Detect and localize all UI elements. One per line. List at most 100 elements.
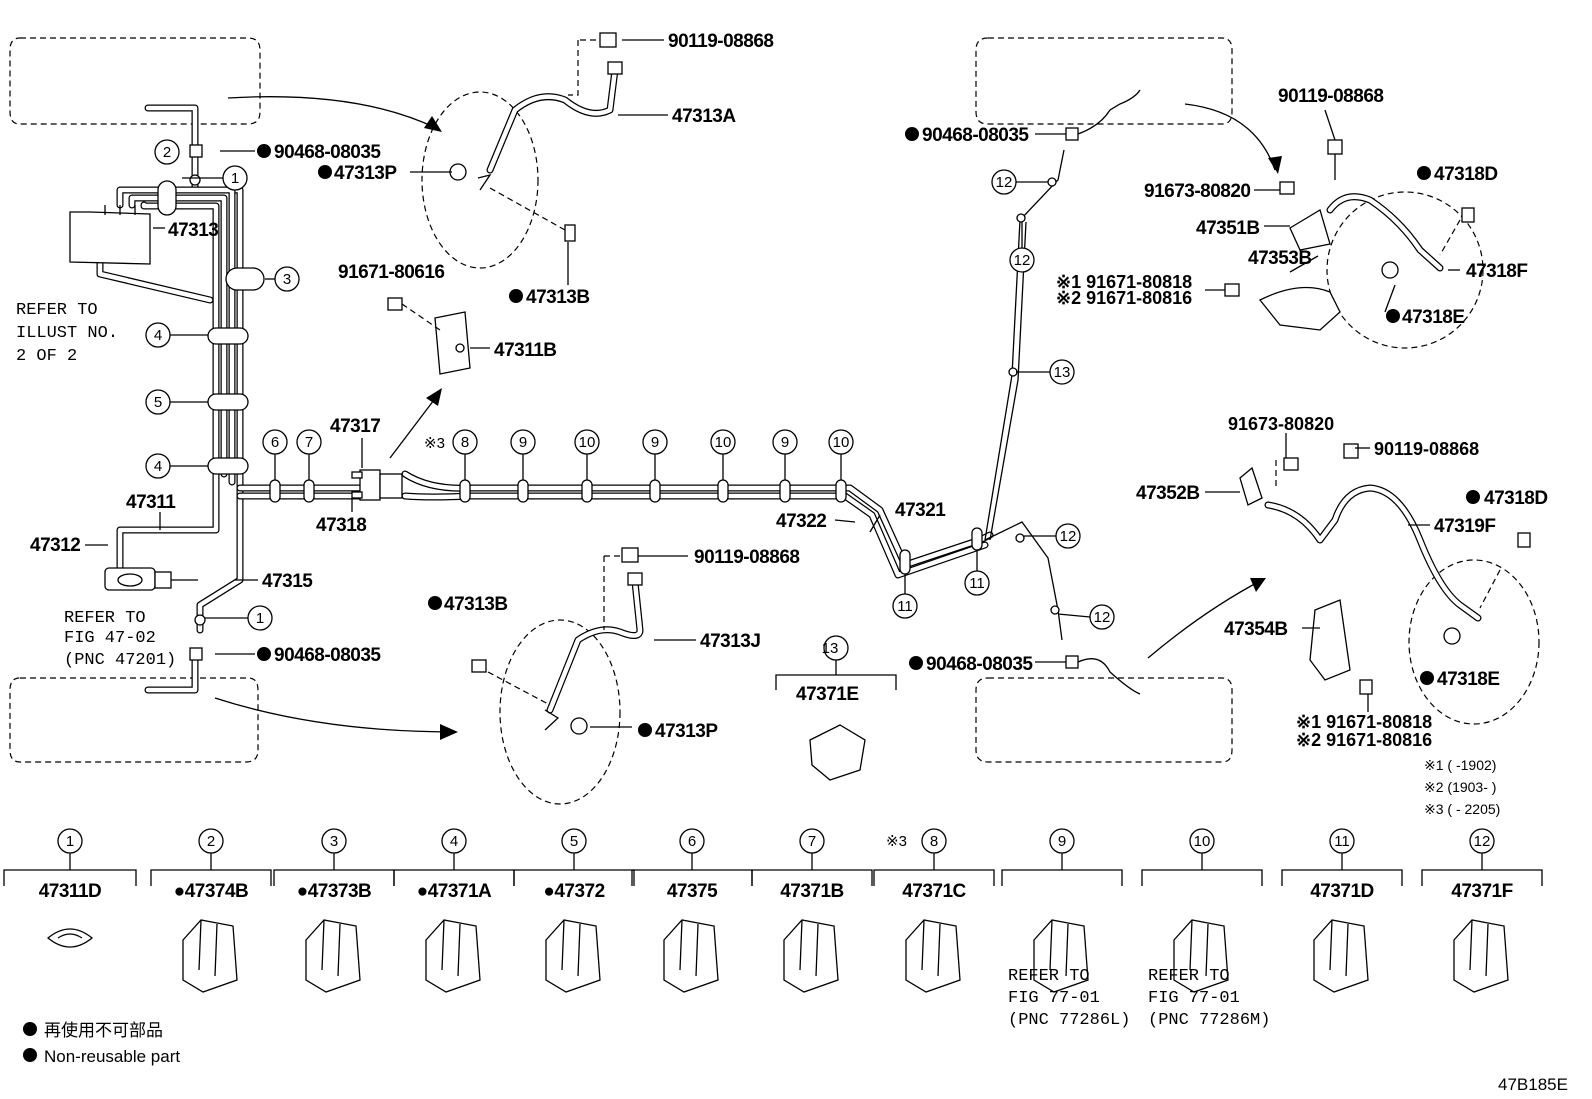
label-90468-c: 90468-08035 <box>922 125 1029 146</box>
callout-number: 12 <box>1014 252 1031 269</box>
actuator-47313 <box>69 205 151 265</box>
label-47313P-b: 47313P <box>655 721 718 742</box>
rear-lower-hose <box>1239 443 1531 695</box>
clamp-illustration <box>305 919 361 993</box>
label-47317: 47317 <box>330 416 380 437</box>
detail-circles <box>421 91 1540 805</box>
callout-circles <box>145 139 1115 781</box>
clamp-part-number: ●47372 <box>543 881 604 902</box>
ref-fig7701L-1: REFER TO <box>1008 967 1090 986</box>
label-47312: 47312 <box>30 535 80 556</box>
label-47313J: 47313J <box>700 631 760 652</box>
label-47321: 47321 <box>895 500 946 521</box>
legend-ja: 再使用不可部品 <box>44 1020 163 1040</box>
clamp-callout-number: 11 <box>1334 833 1350 850</box>
clamp-callout-number: 6 <box>688 833 696 850</box>
clamp-part-number: 47311D <box>39 881 102 902</box>
label-47315: 47315 <box>262 571 313 592</box>
label-90119-d: 90119-08868 <box>1374 439 1479 459</box>
callout-number: 11 <box>969 575 985 592</box>
callout-13-top: 13 <box>822 640 839 657</box>
label-47313A: 47313A <box>672 106 736 127</box>
callout-number: 6 <box>271 434 279 451</box>
label-star3: ※3 <box>424 435 445 452</box>
clamp-illustration <box>905 919 961 993</box>
callout-13: 13 <box>1054 364 1071 381</box>
clamp-8-note: ※3 <box>886 833 907 850</box>
callout-number: 1 <box>231 170 239 187</box>
junction-block <box>351 469 403 501</box>
labels: 90119-08868 47313A 90468-08035 47313P 47… <box>16 31 1568 1094</box>
clamp-callout-number: 1 <box>66 833 74 850</box>
ref-fig4702-1: REFER TO <box>64 609 146 628</box>
legend-en: Non-reusable part <box>44 1047 180 1066</box>
label-47313B-a: 47313B <box>526 287 590 308</box>
callout-number: 12 <box>1094 609 1111 626</box>
label-47352B: 47352B <box>1136 483 1200 504</box>
clamp-part-number: ●47374B <box>174 881 249 902</box>
clamp-part-number: 47371B <box>780 881 844 902</box>
label-47311B: 47311B <box>494 340 557 361</box>
label-47318: 47318 <box>316 515 366 536</box>
note-1: ※1 ( -1902) <box>1424 757 1496 773</box>
clamp-part-number: 47371F <box>1451 881 1512 902</box>
nonreusable-marks <box>23 127 1480 1062</box>
label-91671-a: 91671-80616 <box>338 262 445 283</box>
callout-number: 5 <box>154 394 162 411</box>
label-90468-b: 90468-08035 <box>274 645 381 666</box>
ref-illust-2: ILLUST NO. <box>16 324 118 343</box>
clamp-illustration <box>663 919 719 993</box>
label-91671-c2: ※2 91671-80816 <box>1296 730 1432 750</box>
callout-number: 4 <box>154 327 162 344</box>
ref-illust-1: REFER TO <box>16 301 98 320</box>
label-47354B: 47354B <box>1224 619 1288 640</box>
callout-number: 2 <box>163 144 171 161</box>
label-47318E-a: 47318E <box>1402 307 1465 328</box>
label-47313P-a: 47313P <box>334 163 397 184</box>
ref-fig7701L-3: (PNC 77286L) <box>1008 1011 1130 1030</box>
note-3: ※3 ( - 2205) <box>1424 801 1500 817</box>
callout-number: 8 <box>461 434 469 451</box>
label-47353B: 47353B <box>1248 248 1312 269</box>
clamp-table: 147311D2●47374B3●47373B4●47371A5●4737264… <box>3 828 1543 993</box>
clamp-callout-number: 2 <box>207 833 215 850</box>
rear-upper-hose <box>1224 139 1475 331</box>
direction-arrows <box>214 96 1282 740</box>
callout-number: 1 <box>256 610 264 627</box>
label-47318E-b: 47318E <box>1437 669 1500 690</box>
label-90468-d: 90468-08035 <box>926 654 1033 675</box>
label-91671-b2: ※2 91671-80816 <box>1056 288 1192 308</box>
clamp-illustration <box>182 919 238 993</box>
clamp-callout-number: 8 <box>930 833 938 850</box>
clamp-callout-number: 9 <box>1058 833 1066 850</box>
ref-illust-3: 2 OF 2 <box>16 347 77 366</box>
ref-fig4702-2: FIG 47-02 <box>64 629 156 648</box>
clamp-callout-number: 3 <box>330 833 338 850</box>
label-91673-a: 91673-80820 <box>1144 181 1251 202</box>
label-47318D-b: 47318D <box>1484 488 1548 509</box>
clamp-illustration <box>46 928 94 948</box>
clamp-illustration <box>783 919 839 993</box>
clamp-illustration <box>425 919 481 993</box>
clamp-illustration <box>1313 919 1369 993</box>
wheel-area-boxes <box>9 37 1233 763</box>
ref-fig7701L-2: FIG 77-01 <box>1008 989 1100 1008</box>
label-47351B: 47351B <box>1196 218 1260 239</box>
clamp-callout-number: 7 <box>808 833 816 850</box>
clamp-callout-number: 12 <box>1474 833 1491 850</box>
callout-number: 7 <box>305 434 313 451</box>
label-90119-b: 90119-08868 <box>694 547 799 568</box>
callout-number: 4 <box>154 458 162 475</box>
ref-fig7701M-2: FIG 77-01 <box>1148 989 1240 1008</box>
label-47371E: 47371E <box>796 684 859 705</box>
callout-number: 10 <box>715 434 732 451</box>
callout-number: 3 <box>283 271 291 288</box>
label-90119-c: 90119-08868 <box>1278 86 1383 107</box>
tube-clamps <box>157 174 1060 626</box>
callout-number: 12 <box>1060 528 1077 545</box>
callout-number: 12 <box>996 174 1013 191</box>
clamp-illustration <box>1453 919 1509 993</box>
